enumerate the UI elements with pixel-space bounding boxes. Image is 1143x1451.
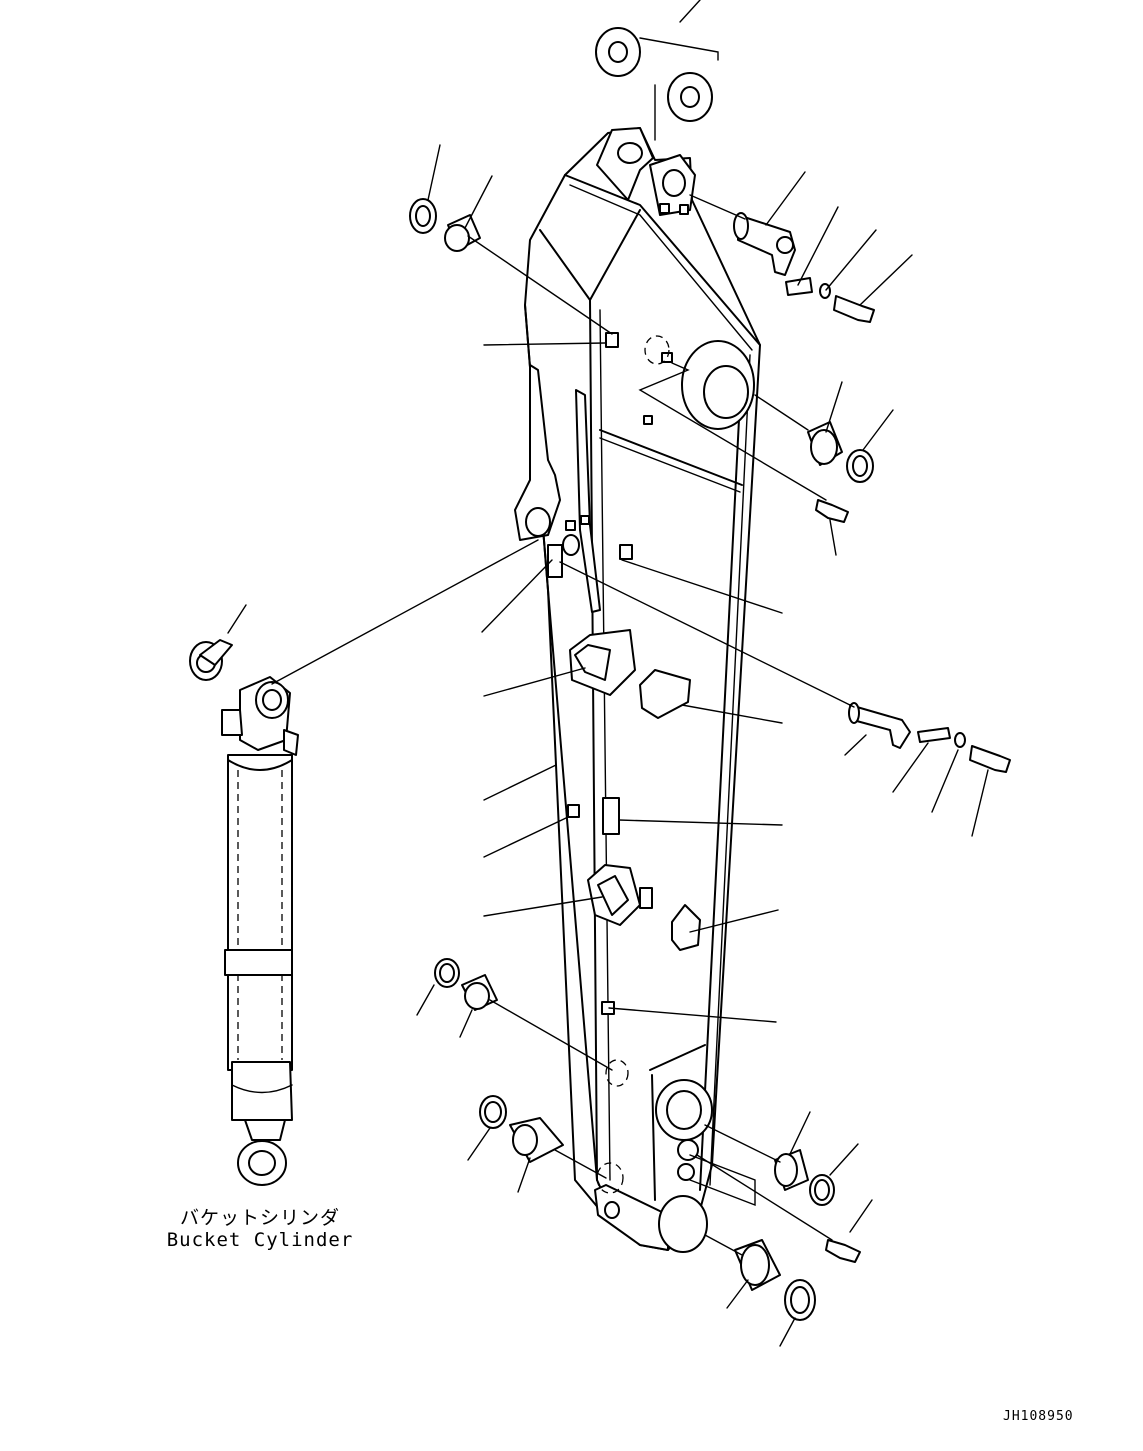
leader-lines: [227, 144, 989, 1347]
upper-right-bushings: [807, 421, 874, 523]
arm-bottom-end: [594, 1184, 708, 1253]
upper-pin-assembly: [733, 212, 875, 323]
bucket-cylinder-label: Bucket Cylinder: [166, 1229, 354, 1251]
lower-left-bushings: [434, 958, 564, 1163]
connection-lines: [271, 194, 855, 1256]
small-clips: [547, 332, 673, 1015]
upper-left-bushings: [409, 198, 481, 252]
boss-plates: [569, 629, 713, 1181]
middle-pin-assembly: [848, 702, 1011, 773]
pin-boss-upper: [681, 340, 755, 430]
drawing-number: JH108950: [1003, 1409, 1074, 1424]
bucket-cylinder: [189, 639, 299, 1186]
lower-right-bushings: [734, 1149, 861, 1321]
hidden-bores: [596, 335, 670, 1194]
bucket-cylinder-label-jp: バケットシリンダ: [179, 1207, 340, 1229]
top-bracket: [596, 127, 696, 216]
top-washers: [595, 0, 719, 141]
cylinder-bracket: [514, 364, 601, 613]
